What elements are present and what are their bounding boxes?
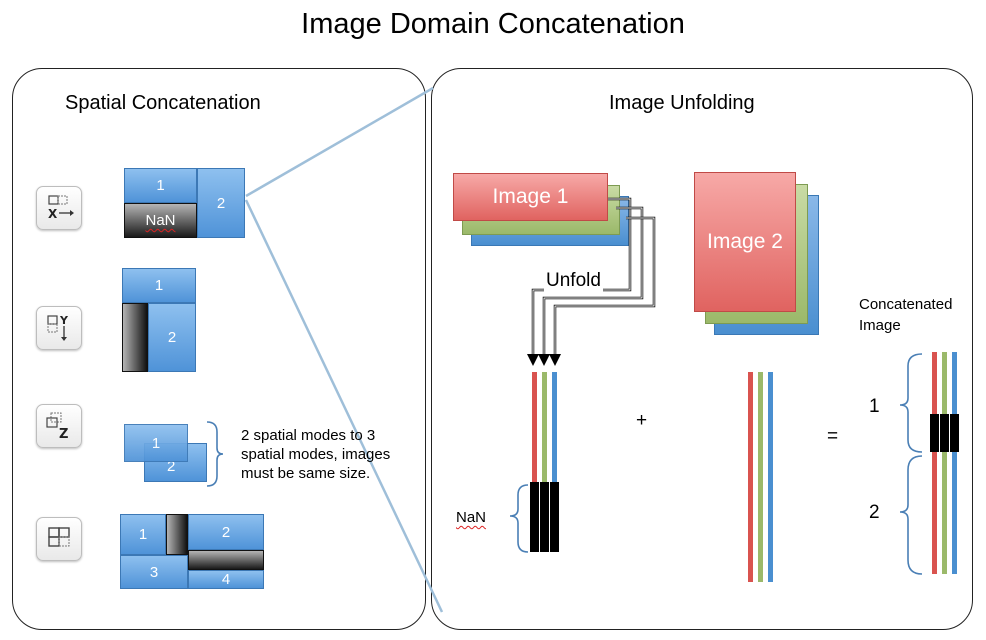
z-brace xyxy=(206,421,224,487)
plus-sign: + xyxy=(636,410,648,431)
y-nan-block xyxy=(122,303,148,372)
z-glyph-label: Z xyxy=(59,427,68,442)
z-block-2-label: 2 xyxy=(167,458,176,475)
concat-x-glyph: X xyxy=(48,195,74,221)
concatenated-part-2: 2 xyxy=(869,502,880,523)
x-nan-block: NaN xyxy=(124,203,197,238)
concatenated-image-label: Concatenated Image xyxy=(859,296,953,334)
page-title: Image Domain Concatenation xyxy=(301,8,685,40)
concatenated-part-1: 1 xyxy=(869,396,880,417)
spatial-concatenation-title: Spatial Concatenation xyxy=(65,92,261,114)
concat-z-icon[interactable]: Z xyxy=(36,404,82,448)
equals-sign: = xyxy=(827,426,839,447)
quad-block-1: 1 xyxy=(120,514,166,555)
y-glyph-label: Y xyxy=(59,314,69,327)
x-glyph-label: X xyxy=(48,207,58,221)
z-note: 2 spatial modes to 3 spatial modes, imag… xyxy=(241,427,391,482)
image2-card: Image 2 xyxy=(694,172,796,312)
y-block-2: 2 xyxy=(148,303,196,372)
unfold-label: Unfold xyxy=(544,270,603,292)
concat-y-glyph: Y xyxy=(47,314,69,341)
quad-nan-horizontal xyxy=(188,550,264,570)
concat-x-icon[interactable]: X xyxy=(36,186,82,230)
x-nan-label: NaN xyxy=(145,212,176,229)
x-block-1: 1 xyxy=(124,168,197,203)
image-unfolding-panel xyxy=(431,68,973,630)
image1-card: Image 1 xyxy=(453,173,608,221)
z-block-1: 1 xyxy=(124,424,188,462)
concat-quad-icon[interactable] xyxy=(36,517,82,561)
concat-quad-glyph xyxy=(48,527,70,547)
image-unfolding-title: Image Unfolding xyxy=(609,92,755,114)
nan-label: NaN xyxy=(456,509,486,526)
quad-nan-vertical xyxy=(166,514,188,555)
y-block-1: 1 xyxy=(122,268,196,303)
nan-label-text: NaN xyxy=(456,509,487,526)
quad-block-2: 2 xyxy=(188,514,264,550)
quad-block-3: 3 xyxy=(120,555,188,589)
concat-z-glyph: Z xyxy=(46,412,68,442)
quad-block-4: 4 xyxy=(188,570,264,589)
x-block-2: 2 xyxy=(197,168,245,238)
concat-y-icon[interactable]: Y xyxy=(36,306,82,350)
